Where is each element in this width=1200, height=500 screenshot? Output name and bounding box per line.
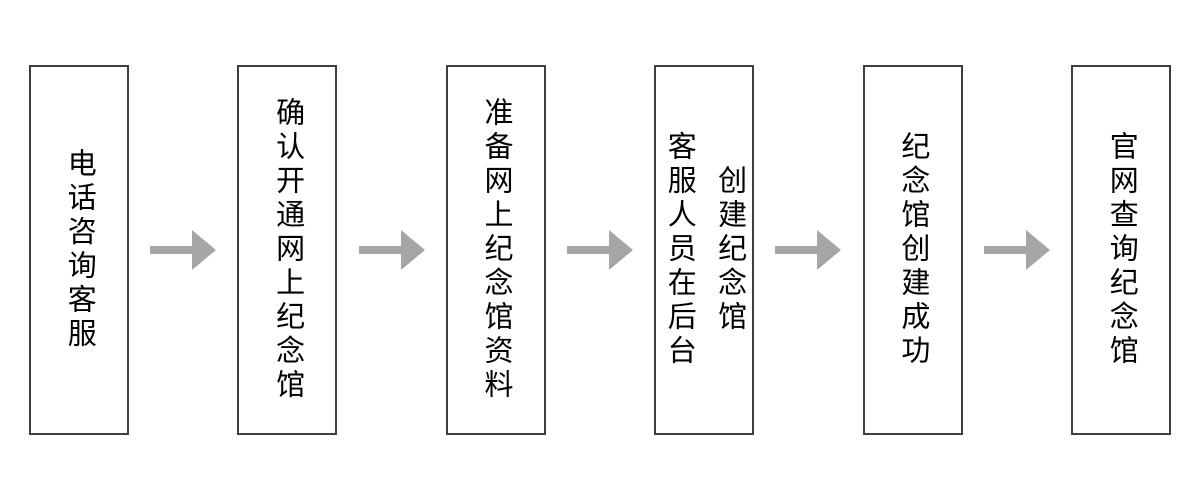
flow-step-2-label: 确认开通网上纪念馆: [271, 97, 304, 403]
arrow-right-icon: [775, 230, 842, 270]
flow-step-5: 纪念馆创建成功: [862, 65, 963, 435]
flow-step-4-label-column-2: 创建纪念馆: [713, 165, 746, 335]
flow-row: 电话咨询客服 确认开通网上纪念馆 准备网上纪念馆资料 客服人员在后台 创建纪念馆: [29, 65, 1172, 435]
arrow-right-shape: [358, 230, 425, 270]
flow-step-1: 电话咨询客服: [29, 65, 129, 435]
arrow-right-icon: [983, 230, 1050, 270]
flow-step-4: 客服人员在后台 创建纪念馆: [654, 65, 755, 435]
flow-arrow-5: [963, 65, 1071, 435]
flow-arrow-4: [754, 65, 862, 435]
arrow-right-shape: [983, 230, 1050, 270]
arrow-right-icon: [567, 230, 634, 270]
flow-step-6-label: 官网查询纪念馆: [1105, 131, 1138, 369]
flow-step-2: 确认开通网上纪念馆: [237, 65, 338, 435]
flow-step-4-label-column-1: 客服人员在后台: [663, 131, 696, 369]
flow-arrow-3: [546, 65, 654, 435]
flow-step-3-label: 准备网上纪念馆资料: [480, 97, 513, 403]
arrow-right-icon: [150, 230, 217, 270]
arrow-right-shape: [775, 230, 842, 270]
flow-step-5-label: 纪念馆创建成功: [896, 131, 929, 369]
flow-arrow-2: [337, 65, 445, 435]
flow-step-3: 准备网上纪念馆资料: [445, 65, 546, 435]
arrow-right-icon: [358, 230, 425, 270]
flow-step-1-label: 电话咨询客服: [63, 148, 96, 352]
arrow-right-shape: [150, 230, 217, 270]
flow-arrow-1: [129, 65, 237, 435]
arrow-right-shape: [567, 230, 634, 270]
flow-step-6: 官网查询纪念馆: [1071, 65, 1172, 435]
